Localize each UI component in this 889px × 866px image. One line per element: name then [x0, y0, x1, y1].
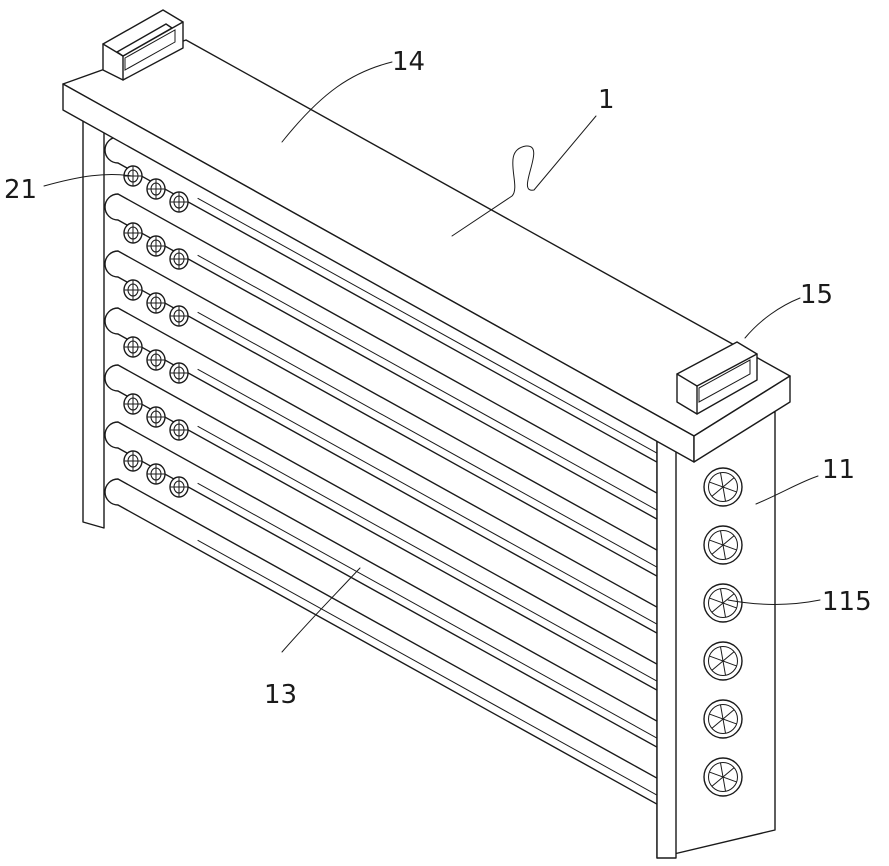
- fan-rotor: [124, 280, 142, 300]
- fan-rotor: [147, 179, 165, 199]
- fan-rotor: [124, 394, 142, 414]
- side-vent: [704, 526, 742, 564]
- side-vent: [704, 642, 742, 680]
- fan-rotor: [124, 451, 142, 471]
- side-vent: [704, 468, 742, 506]
- fan-rotor: [147, 350, 165, 370]
- fan-rotor: [170, 306, 188, 326]
- fan-rotor: [124, 223, 142, 243]
- fan-rotor: [170, 420, 188, 440]
- label-side-plate: 11: [822, 455, 855, 485]
- fan-rotor: [124, 337, 142, 357]
- label-body: 1: [598, 85, 615, 115]
- fan-rotor: [124, 166, 142, 186]
- fan-rotor: [147, 293, 165, 313]
- label-tubes: 13: [264, 680, 297, 710]
- side-vent: [704, 758, 742, 796]
- fan-rotor: [147, 236, 165, 256]
- label-top-cover: 14: [392, 47, 425, 77]
- label-handle: 15: [800, 280, 833, 310]
- label-side-vent: 115: [822, 587, 872, 617]
- fan-rotor: [147, 407, 165, 427]
- fan-rotor: [147, 464, 165, 484]
- fan-rotor: [170, 363, 188, 383]
- fan-rotor: [170, 192, 188, 212]
- fan-rotor: [170, 477, 188, 497]
- side-vent: [704, 584, 742, 622]
- side-vent: [704, 700, 742, 738]
- fan-rotor: [170, 249, 188, 269]
- label-end-fan: 21: [4, 175, 37, 205]
